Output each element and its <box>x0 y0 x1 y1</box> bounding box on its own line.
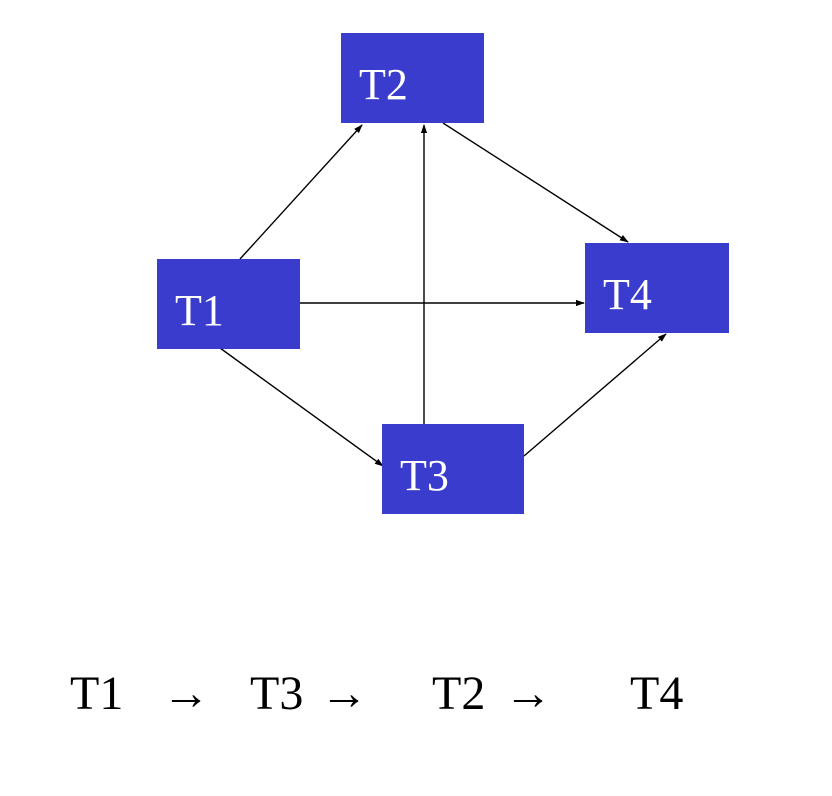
node-t3-box <box>382 424 524 514</box>
node-t1: T1 <box>157 259 300 349</box>
edges <box>219 122 667 467</box>
edge-t1-t2 <box>239 124 363 260</box>
node-t2: T2 <box>341 33 484 123</box>
node-t2-box <box>341 33 484 123</box>
edge-t3-t4 <box>523 333 667 457</box>
node-t4-box <box>585 243 729 333</box>
node-t1-box <box>157 259 300 349</box>
node-t3-label: T3 <box>400 451 449 500</box>
edge-t1-t3 <box>219 347 384 467</box>
node-t2-label: T2 <box>359 60 408 109</box>
node-t1-label: T1 <box>175 286 224 335</box>
node-t4-label: T4 <box>603 270 652 319</box>
node-t3: T3 <box>382 424 524 514</box>
edge-t2-t4 <box>442 122 629 243</box>
node-t4: T4 <box>585 243 729 333</box>
